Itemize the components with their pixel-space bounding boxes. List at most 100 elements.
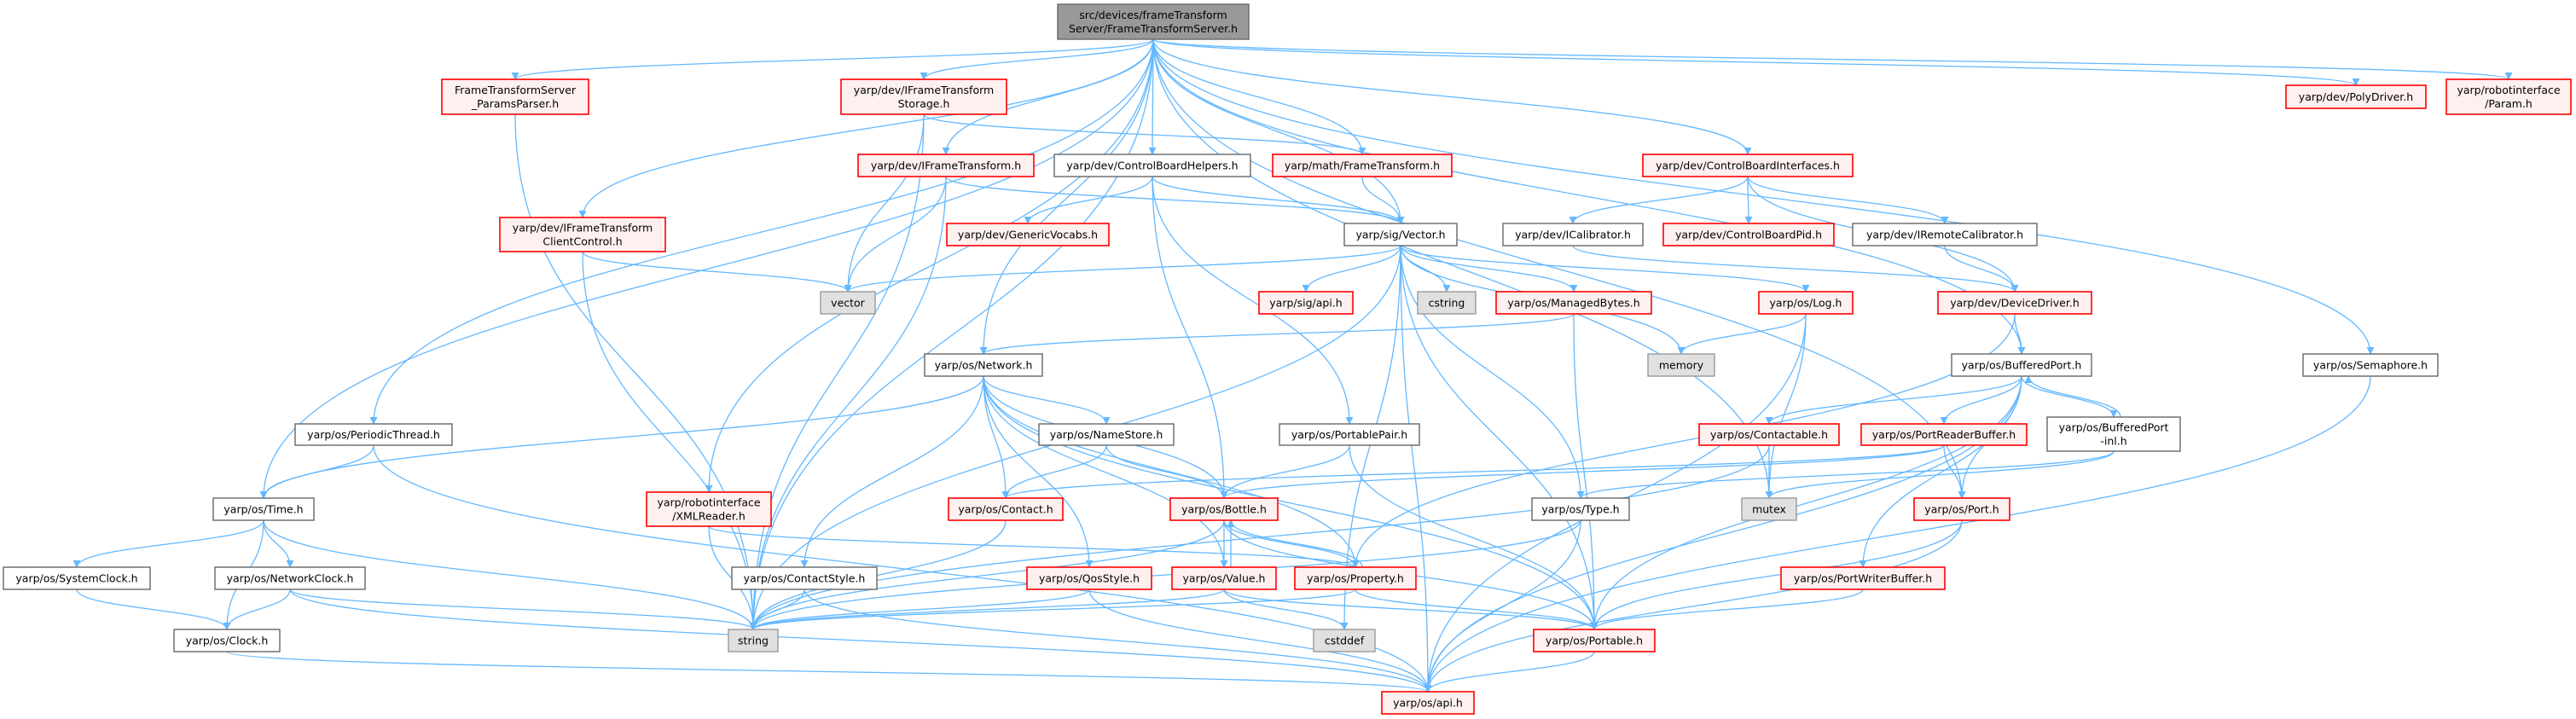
- edge-root-to-vec: [1152, 38, 1405, 224]
- node-contactable[interactable]: yarp/os/Contactable.h: [1698, 423, 1840, 446]
- node-property[interactable]: yarp/os/Property.h: [1294, 566, 1417, 590]
- node-pwb[interactable]: yarp/os/PortWriterBuffer.h: [1780, 566, 1946, 590]
- node-memory[interactable]: memory: [1647, 353, 1715, 377]
- node-label: yarp/robotinterface: [657, 496, 760, 509]
- node-box: [1169, 497, 1279, 521]
- node-sigapi[interactable]: yarp/sig/api.h: [1258, 291, 1354, 315]
- edge-vec-to-portable: [1400, 245, 1598, 630]
- node-poly[interactable]: yarp/dev/PolyDriver.h: [2285, 84, 2427, 109]
- node-clock[interactable]: yarp/os/Clock.h: [173, 629, 281, 652]
- edge-portable-to-api: [1424, 651, 1595, 693]
- node-periodic[interactable]: yarp/os/PeriodicThread.h: [294, 423, 453, 446]
- node-log[interactable]: yarp/os/Log.h: [1758, 291, 1854, 315]
- node-label: yarp/sig/api.h: [1269, 297, 1342, 310]
- node-bport[interactable]: yarp/os/BufferedPort.h: [1951, 353, 2092, 377]
- edge-root-to-params: [511, 38, 1154, 80]
- node-label: yarp/os/Semaphore.h: [2313, 359, 2428, 372]
- node-cbif[interactable]: yarp/dev/ControlBoardInterfaces.h: [1642, 154, 1854, 177]
- node-box: [212, 497, 315, 521]
- edge-root-to-mutex: [1152, 38, 1773, 499]
- node-label: yarp/os/BufferedPort: [2059, 421, 2169, 434]
- edge-root-to-network: [979, 38, 1154, 355]
- node-label: yarp/dev/IFrameTransform: [513, 222, 653, 235]
- edge-storage-to-vector: [844, 113, 925, 293]
- node-box: [948, 497, 1064, 521]
- node-box: [2285, 84, 2427, 109]
- edge-params-to-string: [514, 113, 757, 630]
- node-label: yarp/os/Contactable.h: [1710, 428, 1828, 441]
- node-box: [731, 566, 878, 590]
- node-cstyle[interactable]: yarp/os/ContactStyle.h: [731, 566, 878, 590]
- node-iframe[interactable]: yarp/dev/IFrameTransform.h: [857, 154, 1035, 177]
- edge-root-to-mathft: [1152, 38, 1366, 155]
- node-portable[interactable]: yarp/os/Portable.h: [1533, 629, 1656, 652]
- edge-portpair-to-bottle: [1220, 444, 1350, 499]
- node-xml[interactable]: yarp/robotinterface/XMLReader.h: [646, 491, 772, 527]
- node-mathft[interactable]: yarp/math/FrameTransform.h: [1272, 154, 1453, 177]
- node-box: [1741, 497, 1797, 521]
- node-label: yarp/os/NetworkClock.h: [227, 572, 354, 585]
- node-port[interactable]: yarp/os/Port.h: [1913, 497, 2010, 521]
- node-label: src/devices/frameTransform: [1079, 9, 1227, 21]
- edge-netclock-to-string: [289, 589, 757, 630]
- edge-root-to-time: [259, 38, 1154, 499]
- node-root[interactable]: src/devices/frameTransformServer/FrameTr…: [1057, 3, 1250, 40]
- node-vector[interactable]: vector: [820, 291, 876, 315]
- node-box: [1313, 629, 1376, 652]
- edge-devdrv-to-bport: [2014, 313, 2026, 355]
- node-box: [1053, 154, 1251, 177]
- node-netclock[interactable]: yarp/os/NetworkClock.h: [214, 566, 366, 590]
- node-string[interactable]: string: [728, 629, 779, 652]
- edge-cstyle-to-api: [804, 589, 1432, 693]
- edge-cbhelpers-to-vocabs: [1024, 176, 1153, 224]
- edge-netclock-to-clock: [223, 589, 291, 630]
- node-box: [840, 78, 1007, 115]
- node-type[interactable]: yarp/os/Type.h: [1531, 497, 1630, 521]
- edge-ical-to-devdrv: [1572, 245, 2019, 293]
- edge-network-to-property: [983, 375, 1360, 568]
- node-box: [1272, 154, 1453, 177]
- edge-bpinl-to-type: [1576, 450, 2115, 499]
- node-sema[interactable]: yarp/os/Semaphore.h: [2302, 353, 2439, 377]
- node-api[interactable]: yarp/os/api.h: [1381, 691, 1475, 715]
- node-cstddef[interactable]: cstddef: [1313, 629, 1376, 652]
- node-portpair[interactable]: yarp/os/PortablePair.h: [1279, 423, 1420, 446]
- edge-prb-to-bottle: [1220, 444, 1945, 499]
- node-vocabs[interactable]: yarp/dev/GenericVocabs.h: [946, 223, 1110, 246]
- node-sysclock[interactable]: yarp/os/SystemClock.h: [3, 566, 151, 590]
- node-params[interactable]: FrameTransformServer_ParamsParser.h: [441, 78, 589, 115]
- edge-network-to-cstyle: [800, 375, 984, 568]
- edge-network-to-namestore: [983, 375, 1111, 425]
- node-box: [441, 78, 589, 115]
- node-qos[interactable]: yarp/os/QosStyle.h: [1026, 566, 1152, 590]
- node-bottle[interactable]: yarp/os/Bottle.h: [1169, 497, 1279, 521]
- node-namestore[interactable]: yarp/os/NameStore.h: [1038, 423, 1175, 446]
- node-param[interactable]: yarp/robotinterface/Param.h: [2445, 78, 2572, 115]
- node-label: yarp/os/PortWriterBuffer.h: [1794, 572, 1932, 585]
- node-network[interactable]: yarp/os/Network.h: [924, 353, 1043, 377]
- node-prb[interactable]: yarp/os/PortReaderBuffer.h: [1860, 423, 2028, 446]
- node-box: [946, 223, 1110, 246]
- node-devdrv[interactable]: yarp/dev/DeviceDriver.h: [1937, 291, 2092, 315]
- node-box: [1647, 353, 1715, 377]
- node-box: [728, 629, 779, 652]
- node-managed[interactable]: yarp/os/ManagedBytes.h: [1495, 291, 1652, 315]
- node-mutex[interactable]: mutex: [1741, 497, 1797, 521]
- node-cstring[interactable]: cstring: [1417, 291, 1477, 315]
- node-label: yarp/dev/ControlBoardInterfaces.h: [1656, 159, 1840, 172]
- node-irc[interactable]: yarp/dev/IRemoteCalibrator.h: [1852, 223, 2038, 246]
- edge-iframe-to-string: [749, 176, 947, 630]
- node-bpinl[interactable]: yarp/os/BufferedPort-inl.h: [2046, 416, 2181, 452]
- node-vec[interactable]: yarp/sig/Vector.h: [1343, 223, 1458, 246]
- node-cbhelpers[interactable]: yarp/dev/ControlBoardHelpers.h: [1053, 154, 1251, 177]
- edge-root-to-storage: [920, 38, 1154, 80]
- node-pid[interactable]: yarp/dev/ControlBoardPid.h: [1662, 223, 1835, 246]
- node-time[interactable]: yarp/os/Time.h: [212, 497, 315, 521]
- edge-cbhelpers-to-vec: [1152, 176, 1405, 224]
- node-value[interactable]: yarp/os/Value.h: [1171, 566, 1277, 590]
- node-ical[interactable]: yarp/dev/ICalibrator.h: [1502, 223, 1644, 246]
- node-contact[interactable]: yarp/os/Contact.h: [948, 497, 1064, 521]
- node-label: yarp/dev/ControlBoardHelpers.h: [1066, 159, 1238, 172]
